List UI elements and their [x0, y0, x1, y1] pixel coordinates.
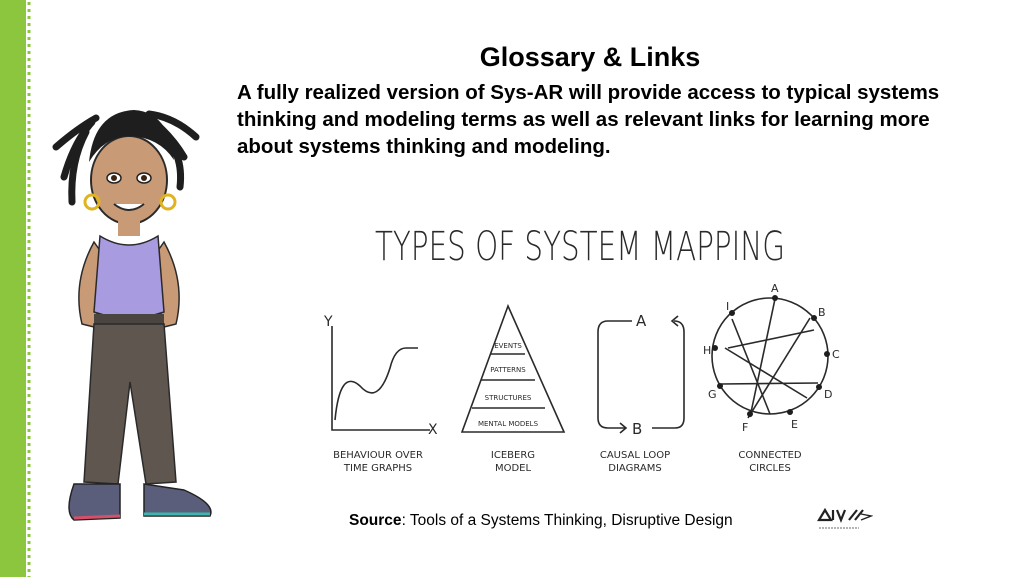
circle-node-f: F [742, 421, 748, 434]
circle-node-a: A [771, 282, 779, 295]
source-text: : Tools of a Systems Thinking, Disruptiv… [401, 512, 733, 529]
disruptive-design-logo [817, 507, 873, 529]
iceberg-layer-patterns: PATTERNS [490, 366, 526, 374]
figure-heading: TYPES OF SYSTEM MAPPING [375, 224, 785, 270]
caption-loop-line1: CAUSAL LOOP [600, 450, 670, 461]
caption-loop-line2: DIAGRAMS [608, 463, 661, 474]
caption-graphs-line1: BEHAVIOUR OVER [333, 450, 423, 461]
circle-node-c: C [832, 348, 840, 361]
circle-node-i: I [726, 300, 729, 313]
graph-axis-y-label: Y [323, 314, 333, 330]
circle-node-e: E [791, 418, 798, 431]
loop-node-b: B [632, 420, 642, 438]
caption-iceberg-line1: ICEBERG [491, 450, 535, 461]
left-accent-bar [0, 0, 26, 577]
circle-node-b: B [818, 306, 826, 319]
caption-iceberg-line2: MODEL [495, 463, 532, 474]
source-label: Source [349, 512, 402, 529]
slide-title: Glossary & Links [479, 42, 701, 72]
circle-node-d: D [824, 388, 832, 401]
graph-axis-x-label: X [428, 422, 438, 438]
iceberg-layer-structures: STRUCTURES [485, 394, 532, 402]
circle-node-g: G [708, 388, 717, 401]
caption-circles-line2: CIRCLES [749, 463, 791, 474]
iceberg-model [460, 303, 566, 433]
behaviour-over-time-graph [331, 326, 430, 431]
caption-circles-line1: CONNECTED [738, 450, 802, 461]
source-citation: Source: Tools of a Systems Thinking, Dis… [349, 512, 733, 530]
iceberg-layer-events: EVENTS [494, 342, 522, 350]
circle-node-h: H [703, 344, 711, 357]
circle-nodes [712, 295, 830, 417]
slide-description: A fully realized version of Sys-AR will … [237, 81, 940, 158]
causal-loop-diagram [597, 315, 685, 434]
caption-graphs-line2: TIME GRAPHS [343, 463, 412, 474]
character-illustration [52, 110, 212, 521]
system-mapping-figure: TYPES OF SYSTEM MAPPING Y X EVENTS PATTE… [323, 224, 840, 474]
iceberg-layer-mental-models: MENTAL MODELS [478, 420, 539, 428]
dotted-border [27, 2, 31, 577]
connected-circles [711, 297, 829, 419]
loop-node-a: A [636, 312, 647, 330]
